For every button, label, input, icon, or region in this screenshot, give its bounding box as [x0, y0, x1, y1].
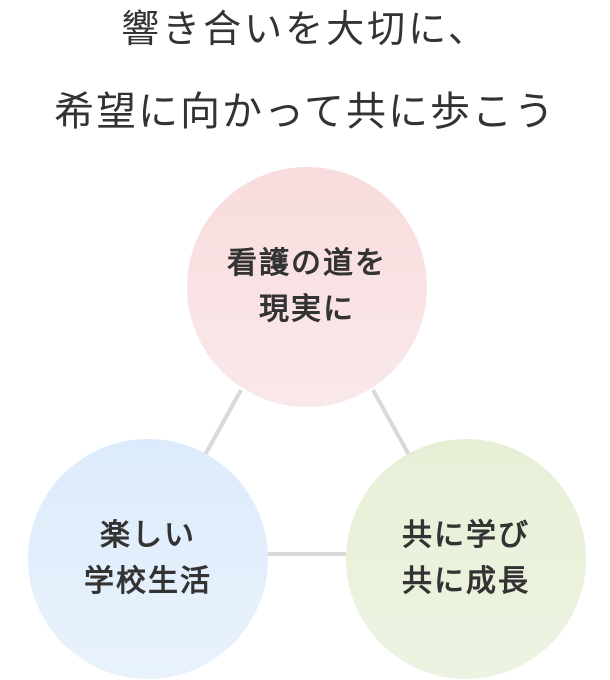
- circle-school-life: 楽しい 学校生活: [28, 439, 268, 679]
- circle-top-line-1: 看護の道を: [227, 245, 387, 281]
- circle-top-line-2: 現実に: [259, 292, 355, 327]
- circle-left-line-1: 楽しい: [100, 517, 196, 553]
- circle-left-line-2: 学校生活: [84, 564, 212, 599]
- circle-nursing-path: 看護の道を 現実に: [187, 167, 427, 407]
- circle-right-line-1: 共に学び: [402, 517, 530, 553]
- circle-learn-together: 共に学び 共に成長: [346, 439, 586, 679]
- headline-line-2: 希望に向かって共に歩こう: [54, 89, 556, 135]
- circle-right-line-2: 共に成長: [402, 564, 530, 599]
- headline-line-1: 響き合いを大切に、: [121, 7, 489, 51]
- connector-top-right: [371, 389, 411, 456]
- connector-top-left: [203, 389, 243, 456]
